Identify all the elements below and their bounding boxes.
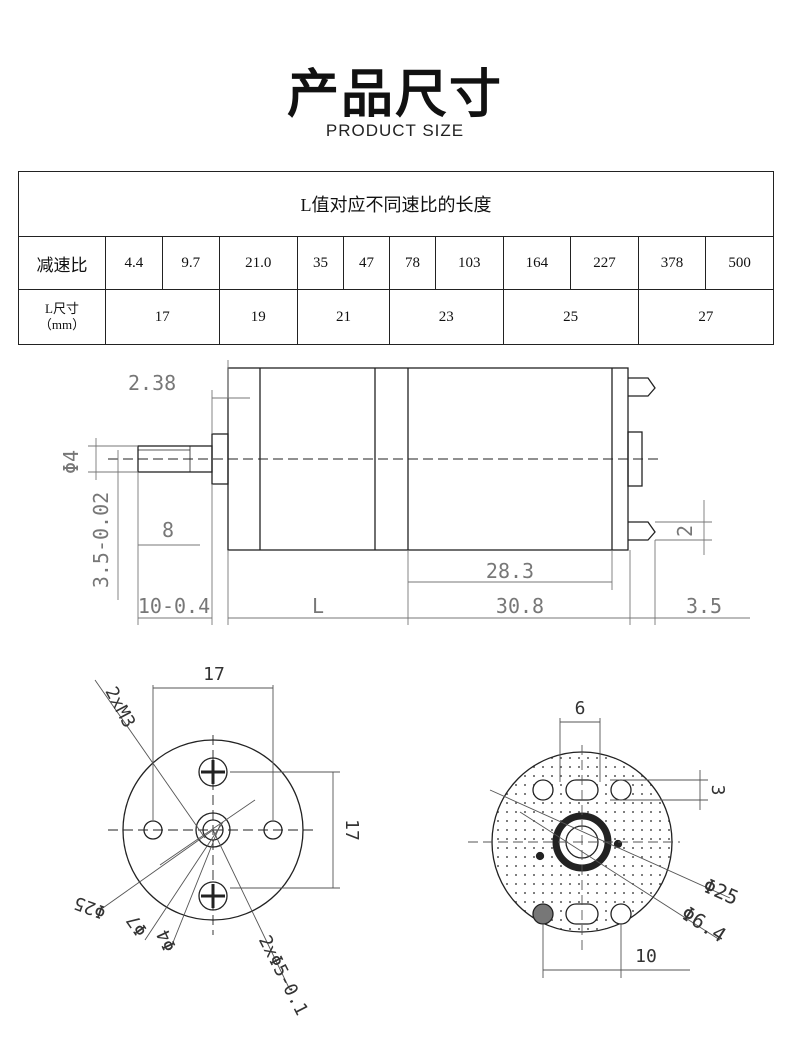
ratio-cell: 227 <box>570 236 639 290</box>
dim-tail: 3.5 <box>686 594 722 618</box>
dim-flat: 3.5-0.02 <box>89 492 113 588</box>
length-cell: 19 <box>218 289 298 345</box>
ratio-cell: 103 <box>435 236 504 290</box>
ratio-cell: 500 <box>705 236 774 290</box>
ratio-cell: 164 <box>502 236 572 290</box>
ratio-label: 减速比 <box>18 236 106 290</box>
terminal-top <box>628 377 656 397</box>
label-holes: 2xΦ5-0.1 <box>254 932 312 1019</box>
dim-terminal: 2 <box>673 525 697 537</box>
label-dia4: Φ4 <box>153 926 181 955</box>
dim-rear-bottom: 10 <box>635 946 657 967</box>
dim-body: 30.8 <box>496 594 544 618</box>
dim-shaft-dia: Φ4 <box>59 450 83 474</box>
page-subtitle: PRODUCT SIZE <box>325 121 465 140</box>
ratio-cell: 9.7 <box>161 236 220 290</box>
length-label: L尺寸 （mm） <box>18 289 106 345</box>
length-cell: 27 <box>637 289 775 345</box>
dim-inner: 28.3 <box>486 559 534 583</box>
page-title: 产品尺寸 <box>286 65 503 125</box>
rear-view <box>468 718 731 978</box>
length-cell: 21 <box>296 289 391 345</box>
dim-front-vertical: 17 <box>341 819 362 841</box>
label-m3: 2xM3 <box>100 683 139 731</box>
dim-holes-spacing: 17 <box>203 664 225 685</box>
front-view <box>94 679 340 991</box>
length-label-line2: （mm） <box>38 317 86 332</box>
label-dia64: Φ6.4 <box>677 901 730 947</box>
rear-hole-filled <box>532 903 554 925</box>
dim-rear-side: 3 <box>707 785 728 796</box>
technical-drawing: 2.38 Φ4 3.5-0.02 8 10-0.4 L 30.8 28.3 3.… <box>59 360 750 1019</box>
table-caption-row: L值对应不同速比的长度 <box>18 171 774 237</box>
length-cell: 17 <box>105 289 220 345</box>
label-dia25-rear: Φ25 <box>699 873 742 910</box>
ratio-cell: 4.4 <box>105 236 163 290</box>
table-caption: L值对应不同速比的长度 <box>18 171 774 237</box>
dim-rear-top: 6 <box>575 698 586 719</box>
length-cell: 25 <box>502 289 639 345</box>
terminal-bottom <box>628 521 656 541</box>
dim-flat-len: 8 <box>162 518 174 542</box>
ratio-cell: 378 <box>637 236 707 290</box>
label-dia25-front: Φ25 <box>71 892 109 923</box>
dim-shaft-len: 10-0.4 <box>138 594 210 618</box>
dim-l: L <box>312 594 324 618</box>
ratio-cell: 21.0 <box>218 236 298 290</box>
ratio-cell: 78 <box>388 236 437 290</box>
length-cell: 23 <box>389 289 504 345</box>
ratio-cell: 47 <box>342 236 391 290</box>
side-view <box>88 360 750 625</box>
length-label-line1: L尺寸 <box>45 301 79 316</box>
dim-top: 2.38 <box>128 371 176 395</box>
ratio-cell: 35 <box>296 236 344 290</box>
